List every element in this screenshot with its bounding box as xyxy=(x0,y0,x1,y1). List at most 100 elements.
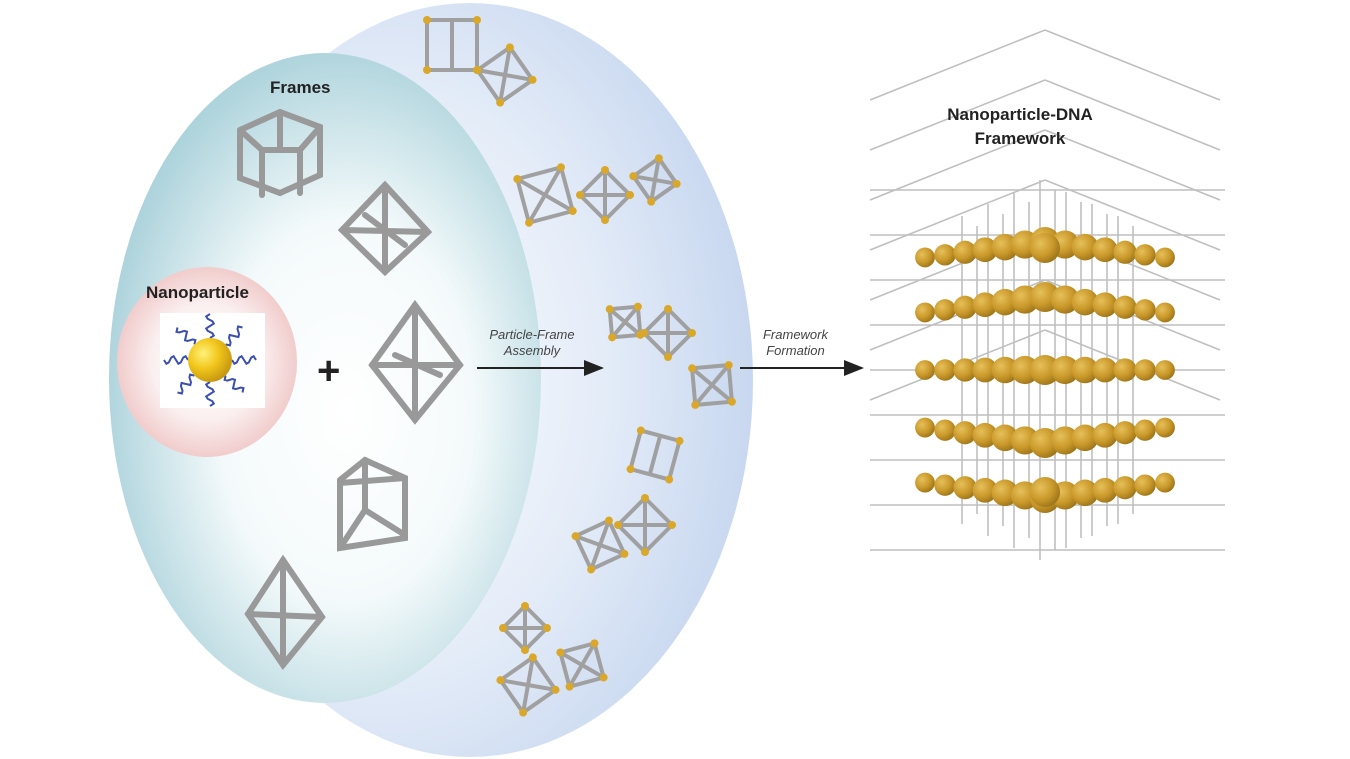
gold-particle xyxy=(614,521,622,529)
frame-cluster-unit xyxy=(556,639,608,691)
assembled-clusters xyxy=(423,16,736,717)
gold-particle xyxy=(528,75,537,84)
framework-gold-particle xyxy=(972,237,998,263)
assembly-step-line1: Particle-Frame xyxy=(489,327,575,342)
frame-edge xyxy=(690,366,734,404)
framework-gold-particle xyxy=(915,360,935,380)
framework-gold-particle xyxy=(1030,233,1060,263)
gold-particle xyxy=(587,565,596,574)
result-title-line2: Framework xyxy=(974,129,1066,148)
gold-particle xyxy=(543,624,551,632)
frame-prism-icon xyxy=(337,456,408,552)
framework-gold-particle xyxy=(1134,419,1156,441)
frame-cluster-unit xyxy=(640,305,696,361)
framework-gold-particle xyxy=(1071,233,1099,261)
framework-gold-particle xyxy=(1134,299,1156,321)
framework-gold-particle xyxy=(1134,474,1156,496)
gold-particle xyxy=(633,302,642,311)
frame-bipyramid-icon xyxy=(368,299,464,425)
framework-gold-particle xyxy=(1134,359,1156,381)
dna-strand xyxy=(177,373,195,395)
framework-step-line1: Framework xyxy=(762,327,828,342)
dna-strand xyxy=(163,354,189,366)
framework-gold-particle xyxy=(1134,244,1156,266)
gold-particle xyxy=(604,516,613,525)
frame-cluster-unit xyxy=(626,426,684,484)
gold-nanoparticle xyxy=(188,338,232,382)
framework-gold-particle xyxy=(953,358,977,382)
gold-particle xyxy=(688,364,697,373)
gold-particle xyxy=(727,397,736,406)
assembly-step-line2: Assembly xyxy=(503,343,561,358)
frame-cluster-unit xyxy=(499,602,551,654)
framework-gold-particle xyxy=(953,421,977,445)
gold-particle xyxy=(521,602,529,610)
framework-gold-particle xyxy=(1071,288,1099,316)
gold-particle xyxy=(629,172,638,181)
gold-particle xyxy=(496,676,505,685)
gold-particle xyxy=(571,532,580,541)
frame-cluster-unit xyxy=(629,154,681,206)
gold-particle xyxy=(647,197,656,206)
framework-gold-particle xyxy=(972,422,998,448)
framework-gold-particle xyxy=(1113,240,1137,264)
framework-gold-particle xyxy=(1050,285,1080,314)
gold-particle xyxy=(640,329,648,337)
framework-gold-particle xyxy=(953,295,977,319)
lattice-strut xyxy=(869,179,1046,251)
frame-cluster-unit xyxy=(496,653,560,717)
result-title-line1: Nanoparticle-DNA xyxy=(947,105,1093,124)
framework-gold-particle xyxy=(972,357,998,383)
gold-particle xyxy=(528,653,537,662)
gold-particle xyxy=(601,216,609,224)
gold-particle xyxy=(664,353,672,361)
gold-particle xyxy=(521,646,529,654)
frame-cluster-unit xyxy=(688,361,736,409)
dna-strand xyxy=(223,375,245,393)
frame-cluster-unit xyxy=(614,494,676,556)
framework-gold-particle xyxy=(1030,477,1060,507)
lattice-strut xyxy=(869,79,1046,151)
gold-particle xyxy=(590,639,599,648)
frame-edge xyxy=(632,174,678,186)
frame-octahedron-icon xyxy=(337,180,433,277)
gold-particle xyxy=(724,361,733,370)
gold-particle xyxy=(626,191,634,199)
gold-particle xyxy=(668,521,676,529)
gold-particle xyxy=(654,154,663,163)
lattice-strut xyxy=(1044,79,1221,151)
framework-gold-particle xyxy=(915,472,935,493)
framework-gold-particle xyxy=(1092,237,1118,263)
nanoparticle-dna-framework xyxy=(869,29,1225,560)
frame-edge xyxy=(477,68,533,82)
gold-particle xyxy=(626,465,635,474)
gold-particle xyxy=(423,16,431,24)
framework-gold-particle xyxy=(953,476,977,500)
plus-sign: + xyxy=(317,349,341,393)
framework-gold-particle xyxy=(972,292,998,318)
framework-gold-particle xyxy=(934,474,956,496)
framework-gold-particle xyxy=(1050,426,1080,455)
framework-gold-particle xyxy=(915,302,935,323)
framework-gold-particle xyxy=(1155,302,1175,323)
frame-cluster-unit xyxy=(571,516,629,574)
framework-gold-particle xyxy=(934,359,956,381)
framework-gold-particle xyxy=(1155,247,1175,268)
nanoparticle-label: Nanoparticle xyxy=(146,283,249,302)
framework-gold-particle xyxy=(934,244,956,266)
framework-gold-particle xyxy=(972,477,998,503)
gold-particle xyxy=(636,426,645,435)
gold-particle xyxy=(551,685,560,694)
framework-gold-particle xyxy=(1113,295,1137,319)
gold-particle xyxy=(599,673,608,682)
gold-particle xyxy=(496,98,505,107)
gold-particle xyxy=(620,549,629,558)
gold-particle xyxy=(568,207,577,215)
lattice-strut xyxy=(869,129,1046,201)
frame-edge xyxy=(500,678,556,692)
gold-particle xyxy=(675,436,684,445)
gold-particle xyxy=(608,333,617,342)
lattice-strut xyxy=(1044,29,1221,101)
framework-gold-particle xyxy=(1071,424,1099,452)
